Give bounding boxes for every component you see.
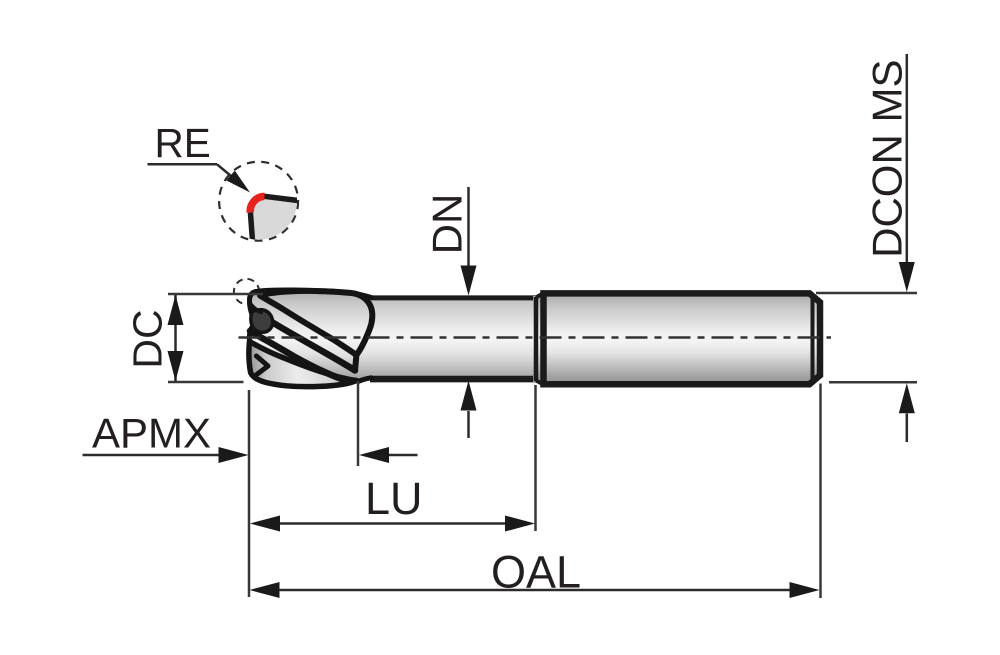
svg-text:DN: DN: [424, 194, 471, 255]
svg-text:LU: LU: [365, 473, 423, 524]
svg-text:APMX: APMX: [92, 410, 211, 457]
svg-text:DCON MS: DCON MS: [864, 60, 911, 258]
svg-text:OAL: OAL: [491, 547, 581, 598]
svg-text:RE: RE: [155, 120, 211, 166]
svg-text:DC: DC: [125, 309, 171, 368]
